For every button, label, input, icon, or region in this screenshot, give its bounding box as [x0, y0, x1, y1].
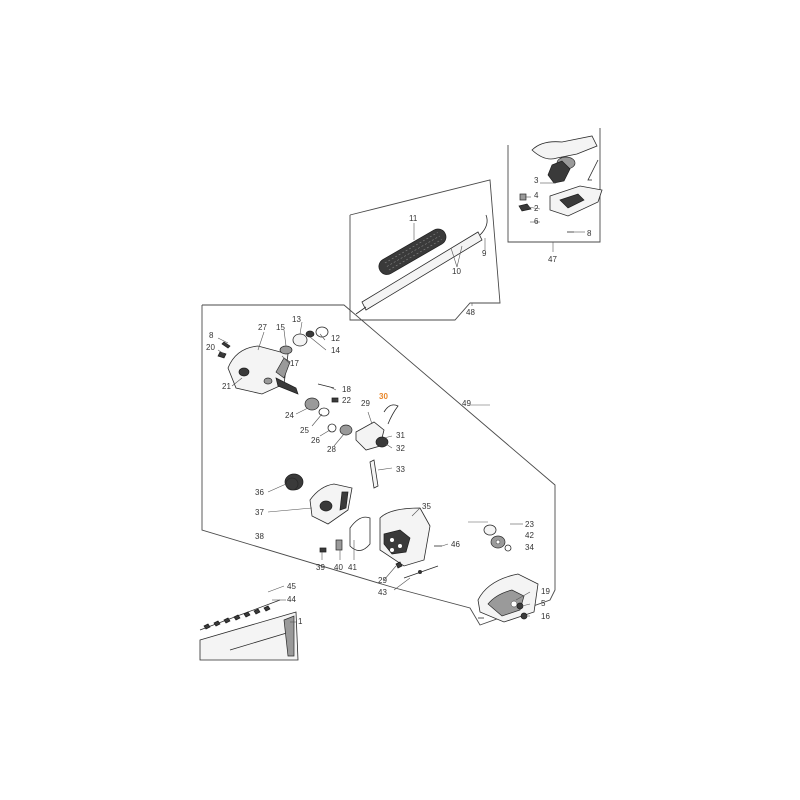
callout-labels: 3 4 2 6 8 47 11 9 10 48 8 20 27 15 13 12… [206, 176, 592, 626]
callout-29: 29 [361, 399, 370, 408]
callout-30-highlighted[interactable]: 30 [379, 392, 388, 401]
callout-43: 43 [378, 588, 387, 597]
group-48-frame [349, 179, 501, 321]
callout-18: 18 [342, 385, 351, 394]
group-label-48: 48 [466, 308, 475, 317]
callout-14: 14 [331, 346, 340, 355]
group-label-49: 49 [462, 399, 471, 408]
callout-22: 22 [342, 396, 351, 405]
callout-23: 23 [525, 520, 534, 529]
callout-32: 32 [396, 444, 405, 453]
callout-21: 21 [222, 382, 231, 391]
callout-39: 39 [316, 563, 325, 572]
callout-34: 34 [525, 543, 534, 552]
callout-20: 20 [206, 343, 215, 352]
callout-27: 27 [258, 323, 267, 332]
group-48-parts [355, 214, 488, 315]
callout-8-top: 8 [587, 229, 592, 238]
callout-41: 41 [348, 563, 357, 572]
callout-15: 15 [276, 323, 285, 332]
callout-25: 25 [300, 426, 309, 435]
sprocket-parts [468, 521, 523, 552]
callout-26: 26 [311, 436, 320, 445]
callout-12: 12 [331, 334, 340, 343]
leader-lines [217, 321, 531, 617]
group-49-parts [217, 326, 442, 579]
group-label-47: 47 [548, 255, 557, 264]
callout-29-lower: 29 [378, 576, 387, 585]
callout-11: 11 [409, 214, 418, 223]
callout-36: 36 [255, 488, 264, 497]
callout-38: 38 [255, 532, 264, 541]
callout-37: 37 [255, 508, 264, 517]
callout-16: 16 [541, 612, 550, 621]
callout-1: 1 [298, 617, 303, 626]
callout-10: 10 [452, 267, 461, 276]
callout-42: 42 [525, 531, 534, 540]
callout-40: 40 [334, 563, 343, 572]
group-47-frame [507, 128, 601, 252]
callout-19: 19 [541, 587, 550, 596]
callout-6: 6 [534, 217, 539, 226]
callout-9: 9 [482, 249, 487, 258]
group-47-parts [518, 135, 603, 233]
callout-17: 17 [290, 359, 299, 368]
chain-cover [477, 573, 539, 623]
callout-45: 45 [287, 582, 296, 591]
callout-8: 8 [209, 331, 214, 340]
guide-bar-and-chain [199, 585, 299, 661]
callout-31: 31 [396, 431, 405, 440]
callout-2: 2 [534, 204, 539, 213]
callout-28: 28 [327, 445, 336, 454]
callout-3: 3 [534, 176, 539, 185]
callout-4: 4 [534, 191, 539, 200]
callout-46: 46 [451, 540, 460, 549]
callout-44: 44 [287, 595, 296, 604]
callout-35: 35 [422, 502, 431, 511]
callout-33: 33 [396, 465, 405, 474]
callout-13: 13 [292, 315, 301, 324]
callout-24: 24 [285, 411, 294, 420]
callout-5: 5 [541, 599, 546, 608]
